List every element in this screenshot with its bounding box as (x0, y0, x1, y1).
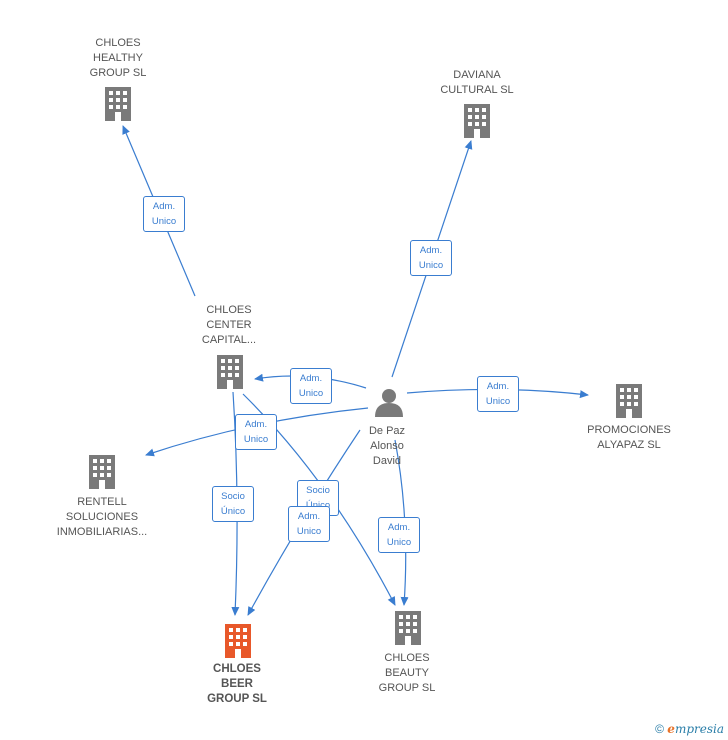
building-icon-beauty[interactable] (395, 611, 421, 645)
edge-label-person-to-rentell[interactable]: Adm. Unico (235, 414, 277, 450)
node-label-promociones[interactable]: PROMOCIONES ALYAPAZ SL (587, 424, 671, 451)
person-icon[interactable] (375, 389, 403, 417)
edge-label-person-to-daviana[interactable]: Adm. Unico (410, 240, 452, 276)
building-icon-daviana[interactable] (464, 104, 490, 138)
edge-label-person-to-beer[interactable]: Adm. Unico (288, 506, 330, 542)
node-label-healthy[interactable]: CHLOES HEALTHY GROUP SL (89, 37, 147, 79)
edge-label-person-to-center[interactable]: Adm. Unico (290, 368, 332, 404)
building-icon-healthy[interactable] (105, 87, 131, 121)
node-label-beer[interactable]: CHLOES BEER GROUP SL (207, 663, 267, 705)
building-icon-beer[interactable] (225, 624, 251, 658)
node-label-person[interactable]: De Paz Alonso David (368, 425, 406, 467)
node-label-rentell[interactable]: RENTELL SOLUCIONES INMOBILIARIAS... (56, 496, 148, 538)
copyright-symbol: © (655, 722, 664, 736)
building-icon-rentell[interactable] (89, 455, 115, 489)
edge-label-person-to-beauty[interactable]: Adm. Unico (378, 517, 420, 553)
empresia-logo: empresia (667, 722, 724, 736)
brand-e: e (667, 722, 675, 736)
edge-label-person-to-promociones[interactable]: Adm. Unico (477, 376, 519, 412)
copyright-notice: © empresia (655, 722, 724, 736)
edge-label-center-to-beer[interactable]: Socio Único (212, 486, 254, 522)
brand-rest: mpresia (674, 722, 724, 736)
node-label-daviana[interactable]: DAVIANA CULTURAL SL (440, 69, 514, 96)
edge-label-center-to-healthy[interactable]: Adm. Unico (143, 196, 185, 232)
node-label-beauty[interactable]: CHLOES BEAUTY GROUP SL (378, 652, 436, 694)
building-icon-promociones[interactable] (616, 384, 642, 418)
building-icon-center[interactable] (217, 355, 243, 389)
node-label-center[interactable]: CHLOES CENTER CAPITAL... (201, 304, 257, 346)
